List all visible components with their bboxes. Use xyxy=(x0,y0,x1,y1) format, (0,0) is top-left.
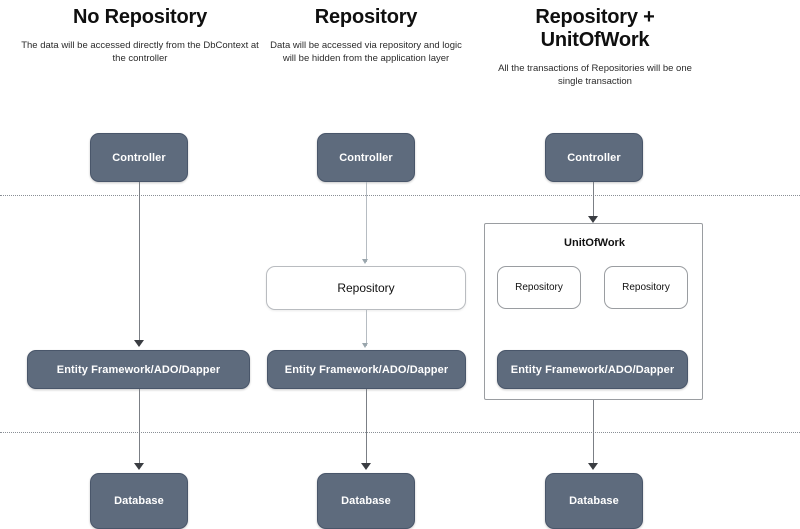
arrowhead-down-icon xyxy=(588,216,598,223)
connector-orm-to-database xyxy=(139,389,140,466)
arrowhead-down-icon xyxy=(134,340,144,347)
layer-divider-bottom xyxy=(0,432,800,433)
node-orm-unitofwork[interactable]: Entity Framework/ADO/Dapper xyxy=(497,350,688,389)
node-repository-repository[interactable]: Repository xyxy=(266,266,466,310)
node-database-unitofwork[interactable]: Database xyxy=(545,473,643,529)
column-title: Repository + UnitOfWork xyxy=(535,6,655,51)
node-controller-unitofwork[interactable]: Controller xyxy=(545,133,643,182)
connector-controller-to-unitofwork xyxy=(593,182,594,220)
column-title: No Repository xyxy=(72,6,208,28)
node-orm-no-repository[interactable]: Entity Framework/ADO/Dapper xyxy=(27,350,250,389)
connector-controller-to-orm xyxy=(139,182,140,343)
connector-orm-to-database xyxy=(366,389,367,466)
column-header-no-repository: No Repository The data will be accessed … xyxy=(20,6,260,65)
layer-divider-top xyxy=(0,195,800,196)
column-subtitle: The data will be accessed directly from … xyxy=(21,40,259,64)
node-repository-unitofwork-1[interactable]: Repository xyxy=(497,266,581,309)
column-title: Repository xyxy=(314,6,418,28)
node-controller-repository[interactable]: Controller xyxy=(317,133,415,182)
column-subtitle: All the transactions of Repositories wil… xyxy=(498,63,692,87)
column-header-repository-unitofwork: Repository + UnitOfWork All the transact… xyxy=(490,6,700,88)
arrowhead-down-icon xyxy=(134,463,144,470)
node-orm-repository[interactable]: Entity Framework/ADO/Dapper xyxy=(267,350,466,389)
column-subtitle: Data will be accessed via repository and… xyxy=(270,40,462,64)
node-database-no-repository[interactable]: Database xyxy=(90,473,188,529)
connector-unitofwork-to-database xyxy=(593,400,594,466)
arrowhead-down-icon xyxy=(588,463,598,470)
connector-controller-to-repository xyxy=(366,182,367,262)
unitofwork-label: UnitOfWork xyxy=(564,237,625,249)
node-repository-unitofwork-2[interactable]: Repository xyxy=(604,266,688,309)
arrowhead-down-icon xyxy=(362,259,368,264)
arrowhead-down-icon xyxy=(361,463,371,470)
connector-repository-to-orm xyxy=(366,310,367,346)
node-controller-no-repository[interactable]: Controller xyxy=(90,133,188,182)
arrowhead-down-icon xyxy=(362,343,368,348)
node-database-repository[interactable]: Database xyxy=(317,473,415,529)
column-header-repository: Repository Data will be accessed via rep… xyxy=(266,6,466,65)
